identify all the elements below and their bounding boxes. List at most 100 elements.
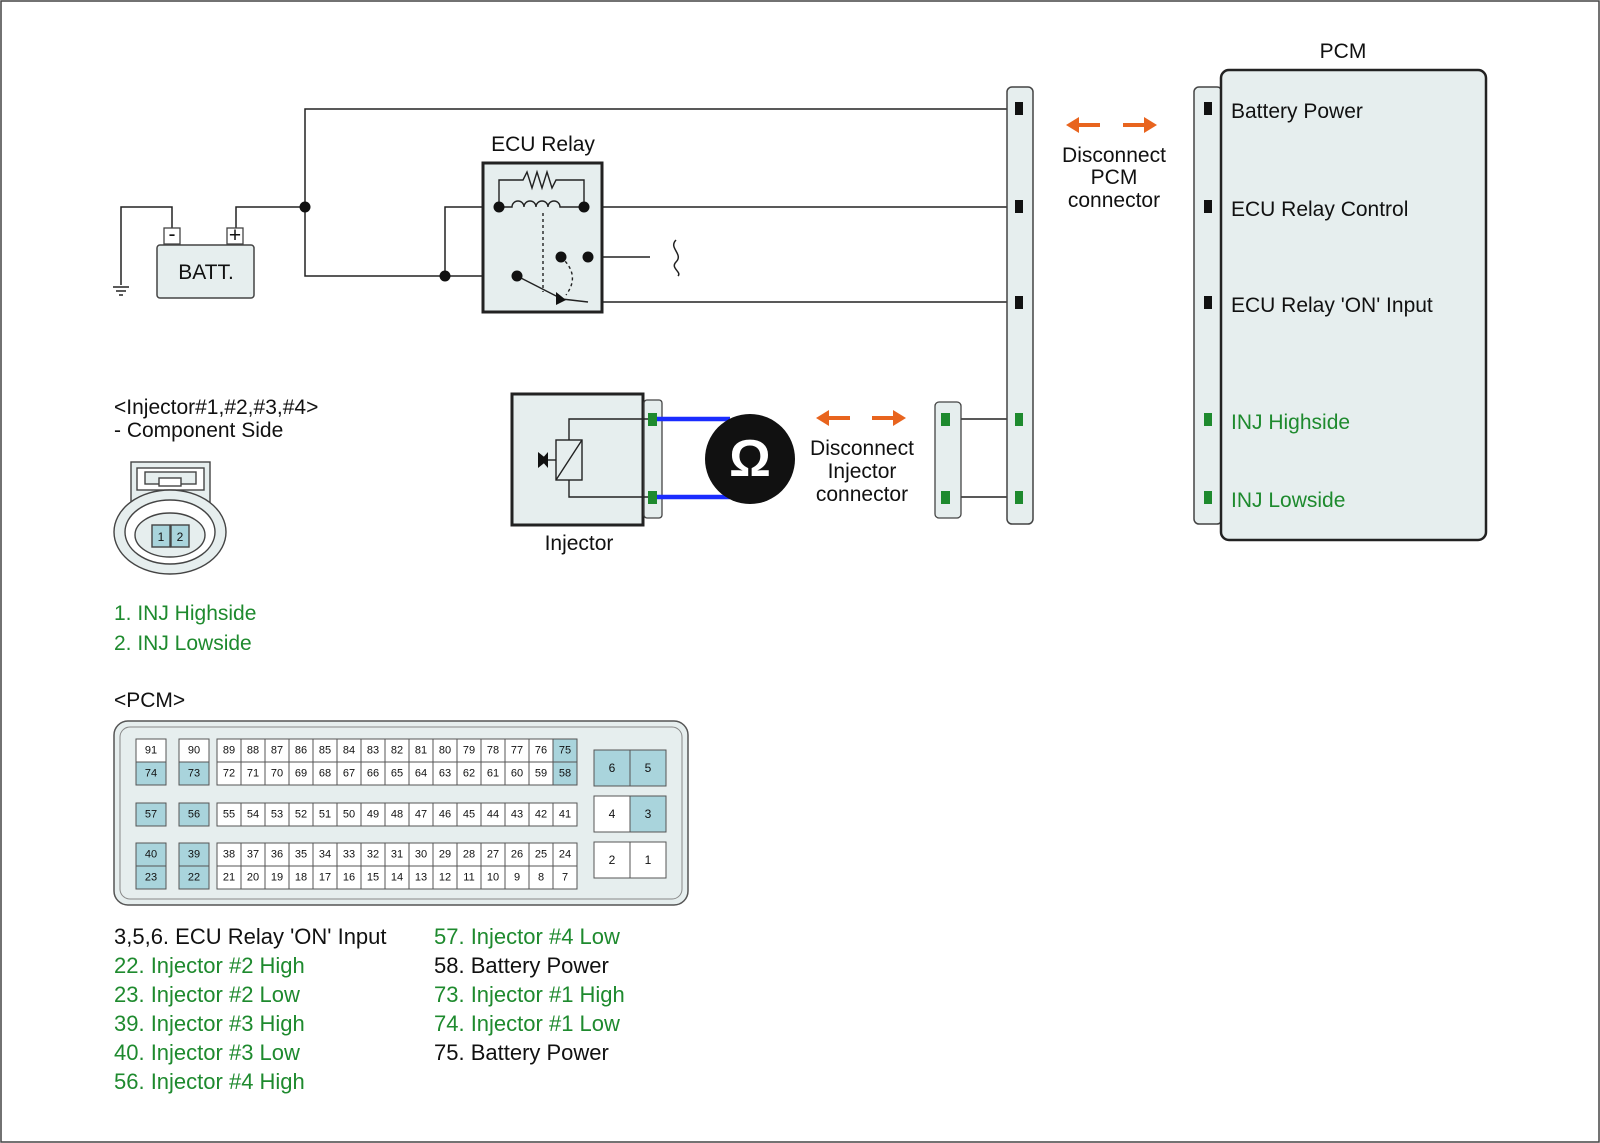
- pcm-pin-cell: [629, 749, 667, 787]
- pcm-pin-number: 18: [295, 872, 307, 884]
- pcm-pin-number: 20: [247, 872, 259, 884]
- injector-connector-subtitle: - Component Side: [114, 419, 283, 442]
- pcm-pin-number: 46: [439, 809, 451, 821]
- pcm-pin-number: 55: [223, 809, 235, 821]
- pcm-pin-number: 88: [247, 745, 259, 757]
- pin-legend-item: 58. Battery Power: [434, 953, 609, 978]
- injector-connector-harness-side: [934, 401, 962, 519]
- pcm-pin-number: 80: [439, 745, 451, 757]
- pcm-connector-face-inner: [119, 726, 683, 900]
- pcm-pin-number: 33: [343, 849, 355, 861]
- disconnect-pcm-label-3: connector: [1068, 189, 1160, 212]
- pcm-pin-cell: [552, 865, 578, 890]
- disconnect-injector-label-1: Disconnect: [810, 437, 914, 460]
- pcm-pin-number: 25: [535, 849, 547, 861]
- pcm-pin-number: 27: [487, 849, 499, 861]
- pcm-pin-number: 45: [463, 809, 475, 821]
- pcm-pin-number: 42: [535, 809, 547, 821]
- pcm-connector-pins: [1015, 102, 1023, 504]
- pcm-pin-number: 54: [247, 809, 259, 821]
- pin-legend-item: 57. Injector #4 Low: [434, 924, 620, 949]
- pcm-pin-number: 89: [223, 745, 235, 757]
- pcm-pin-cell: [135, 865, 167, 890]
- injector-legend-2: 2. INJ Lowside: [114, 632, 252, 655]
- pcm-pin-number: 21: [223, 872, 235, 884]
- pcm-pin-number: 69: [295, 768, 307, 780]
- battery: - + BATT.: [156, 223, 255, 299]
- pcm-pin-number: 87: [271, 745, 283, 757]
- pcm-pin-number: 28: [463, 849, 475, 861]
- pcm-pin-number: 70: [271, 768, 283, 780]
- pcm-pin-number: 48: [391, 809, 403, 821]
- disconnect-injector-arrows: [816, 410, 906, 426]
- injector-harness-pin-2: [941, 491, 950, 504]
- pcm-pin-number: 50: [343, 809, 355, 821]
- wire-break-icon: [673, 239, 680, 277]
- pcm-pin-number: 24: [559, 849, 571, 861]
- pcm-pin-number: 43: [511, 809, 523, 821]
- pcm-pin-number: 84: [343, 745, 355, 757]
- pcm-pin-number: 85: [319, 745, 331, 757]
- pcm-pin-number: 11: [463, 872, 474, 884]
- pcm-pin-number: 31: [391, 849, 403, 861]
- pcm-pin-number: 14: [391, 872, 403, 884]
- pcm-pin-number: 68: [319, 768, 331, 780]
- pcm-box: [1219, 68, 1488, 542]
- pcm-pin-number: 32: [367, 849, 379, 861]
- pcm-pin-cell: [178, 865, 210, 890]
- pcm-pin-battery-power: Battery Power: [1231, 100, 1363, 123]
- pcm-pin-cell: [178, 761, 210, 786]
- pcm-pin-number: 58: [559, 768, 571, 780]
- pcm-pin-number: 91: [145, 745, 157, 757]
- pcm-pin-number: 7: [562, 872, 568, 884]
- pcm-pin-number: 62: [463, 768, 475, 780]
- pcm-title: PCM: [1320, 40, 1367, 63]
- pin-legend-item: 3,5,6. ECU Relay 'ON' Input: [114, 924, 387, 949]
- pcm-pin-number: 30: [415, 849, 427, 861]
- pcm-pin-number: 2: [609, 853, 616, 867]
- pcm-pin-cell: [135, 761, 167, 786]
- pcm-pin-number: 13: [415, 872, 427, 884]
- pcm-pin-number: 71: [247, 768, 259, 780]
- pcm-pin-number: 16: [343, 872, 355, 884]
- pcm-pin-number: 3: [645, 807, 652, 821]
- pcm-pin-number: 49: [367, 809, 379, 821]
- ecu-relay-label: ECU Relay: [491, 133, 595, 156]
- pcm-pin-number: 64: [415, 768, 427, 780]
- ohmmeter-leads: [657, 416, 730, 500]
- injector-harness-pin-1: [941, 413, 950, 426]
- injector-connector-pin-1: 1: [158, 530, 165, 544]
- pcm-pin-ecu-relay-on-input: ECU Relay 'ON' Input: [1231, 294, 1433, 317]
- pcm-pin-number: 38: [223, 849, 235, 861]
- pcm-connector-title: <PCM>: [114, 689, 185, 712]
- pcm-pin-number: 65: [391, 768, 403, 780]
- disconnect-pcm-arrows: [1066, 117, 1157, 133]
- ground-icon: [113, 286, 129, 296]
- pin-legend-item: 22. Injector #2 High: [114, 953, 305, 978]
- injector-connector-title: <Injector#1,#2,#3,#4>: [114, 396, 318, 419]
- pcm-pin-number: 17: [319, 872, 331, 884]
- pcm-pin-number: 76: [535, 745, 547, 757]
- pcm-pin-number: 78: [487, 745, 499, 757]
- pcm-pin-number: 10: [487, 872, 499, 884]
- pcm-pin-number: 66: [367, 768, 379, 780]
- pcm-pin-number: 39: [188, 849, 200, 861]
- pin-legend-item: 74. Injector #1 Low: [434, 1011, 620, 1036]
- pcm-pin-number: 61: [487, 768, 499, 780]
- injector-label: Injector: [545, 532, 614, 555]
- pcm-pin-number: 4: [609, 807, 616, 821]
- pcm-pin-number: 5: [645, 761, 652, 775]
- pin-legend-item: 23. Injector #2 Low: [114, 982, 300, 1007]
- pcm-pin-number: 53: [271, 809, 283, 821]
- pcm-pin-number: 59: [535, 768, 547, 780]
- pcm-pin-number: 37: [247, 849, 259, 861]
- pcm-pin-number: 72: [223, 768, 235, 780]
- pcm-pin-number: 41: [559, 809, 571, 821]
- pcm-pin-number: 15: [367, 872, 379, 884]
- pcm-pin-number: 52: [295, 809, 307, 821]
- disconnect-injector-label-2: Injector: [828, 460, 897, 483]
- pcm-device-pins: [1204, 102, 1212, 504]
- pcm-pin-number: 67: [343, 768, 355, 780]
